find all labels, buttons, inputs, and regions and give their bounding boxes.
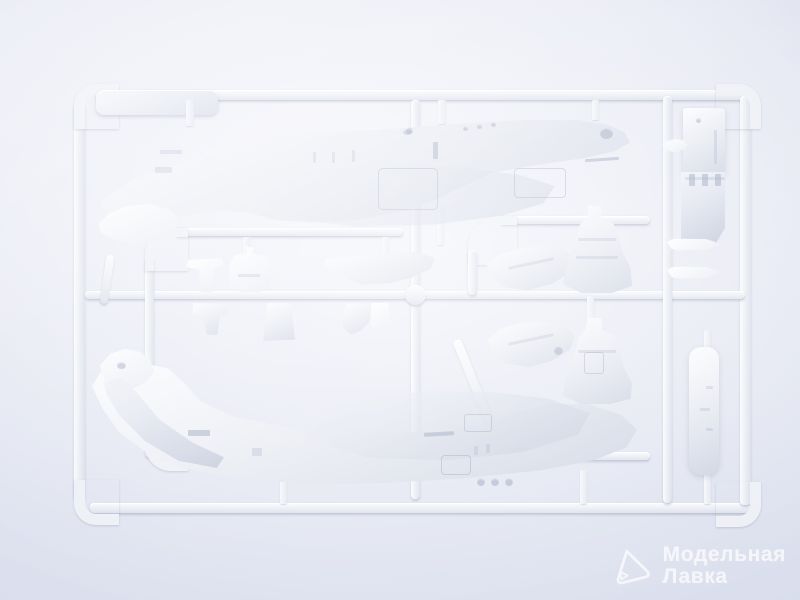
sprue-junction-node xyxy=(405,285,426,306)
detail-equipment-slot-1 xyxy=(689,174,695,186)
sprue-frame-bottom xyxy=(90,503,750,514)
part-detail-scoop xyxy=(192,303,228,335)
sprue-corner-top-left xyxy=(74,84,119,129)
detail-fin-panel-lower xyxy=(584,352,604,374)
sprue-loop-upper-top xyxy=(175,228,403,237)
detail-rotor-line-1 xyxy=(706,386,713,389)
detail-rivet-lower-2 xyxy=(491,478,499,486)
detail-rivet-1 xyxy=(463,126,468,131)
part-missile-lower xyxy=(667,266,721,279)
detail-panel-line-4 xyxy=(352,150,355,162)
detail-nose-bump xyxy=(600,128,613,139)
sprue-loop-right-corner-top xyxy=(468,216,517,265)
detail-rivet-3 xyxy=(491,122,496,127)
detail-panel-line-1 xyxy=(584,156,620,163)
detail-rivet-2 xyxy=(477,124,482,129)
detail-hatch-upper xyxy=(514,168,566,198)
part-rotor-blade xyxy=(689,347,719,475)
detail-panel-line-2 xyxy=(313,152,316,163)
sprue-label-tab xyxy=(96,90,218,115)
detail-panel-line-lower-2 xyxy=(474,446,478,455)
detail-rotor-line-3 xyxy=(706,428,713,431)
detail-panel-line-3 xyxy=(332,152,335,163)
gate-nub-bottom-1 xyxy=(280,474,287,504)
part-equipment-box-large xyxy=(681,172,725,244)
detail-lower-fin-hole xyxy=(117,362,126,369)
part-missile-upper xyxy=(667,238,721,251)
sprue-loop-right-top xyxy=(500,216,650,225)
detail-hatch-lower xyxy=(441,455,471,475)
gate-nub-mid-5 xyxy=(587,296,594,322)
gate-nub-mid-1 xyxy=(437,205,444,245)
detail-port-upper xyxy=(403,129,412,135)
detail-rivet-lower-1 xyxy=(477,478,485,486)
sprue-loop-upper-left xyxy=(145,258,154,458)
detail-fin-line-upper-1 xyxy=(578,238,616,241)
detail-panel-line-5 xyxy=(433,142,438,159)
detail-rivet-lower-3 xyxy=(505,478,513,486)
sprue-label-tab-text xyxy=(100,95,214,111)
sprue-corner-bottom-left xyxy=(74,480,119,525)
sprue-frame-right xyxy=(740,96,751,506)
detail-fin-line-lower-1 xyxy=(578,350,616,353)
sprue-frame-left xyxy=(74,104,85,500)
detail-console-line xyxy=(238,274,260,277)
part-cockpit-seat xyxy=(186,258,224,292)
gate-nub-top-3 xyxy=(592,100,599,120)
detail-panel-line-lower-3 xyxy=(486,444,490,453)
detail-step-lower xyxy=(188,430,210,436)
detail-window-strip xyxy=(160,150,182,154)
part-instrument-console xyxy=(228,246,272,292)
part-sensor-turret xyxy=(369,303,391,331)
part-antenna-small xyxy=(662,138,688,153)
sprue-loop-right-vertical xyxy=(468,250,477,296)
gate-nub-top-1 xyxy=(186,100,194,126)
detail-circle-upper xyxy=(406,127,413,134)
detail-equipment-slot-2 xyxy=(702,174,708,186)
detail-fin-line-upper-2 xyxy=(576,256,618,259)
detail-step-upper xyxy=(155,167,172,173)
detail-avionics-line xyxy=(714,130,717,164)
part-avionics-box xyxy=(683,108,725,174)
detail-equipment-slot-3 xyxy=(715,174,721,186)
sprue-runner-right-vertical xyxy=(663,96,672,504)
gate-nub-bottom-2 xyxy=(580,470,587,504)
detail-wing-hole-lower xyxy=(554,346,563,355)
sprue-corner-top-right xyxy=(716,84,761,129)
part-stub-wing-lower xyxy=(487,322,575,368)
detail-rotor-line-2 xyxy=(700,408,710,411)
gate-nub-rotor-bottom xyxy=(704,470,711,504)
gate-nub-top-2 xyxy=(438,100,446,124)
sprue-corner-bottom-right xyxy=(716,482,761,527)
gate-nub-rotor-top xyxy=(704,330,711,352)
detail-door-outline-upper xyxy=(378,168,438,210)
detail-strip-lower xyxy=(252,448,262,456)
sprue-frame-top xyxy=(96,90,746,101)
detail-avionics-dot xyxy=(696,118,701,123)
part-detail-bracket xyxy=(341,303,373,335)
detail-runner-stub-right xyxy=(685,177,725,180)
gate-nub-mid-3 xyxy=(382,237,389,261)
detail-door-outline-lower xyxy=(464,414,492,432)
part-detail-box xyxy=(263,303,295,341)
